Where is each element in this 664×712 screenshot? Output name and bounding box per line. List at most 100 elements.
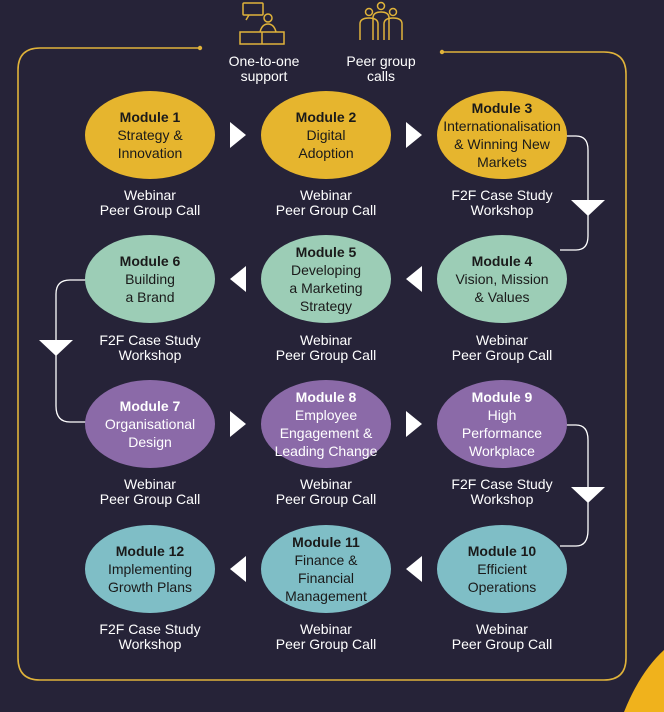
- module-description-line: Internationalisation: [443, 118, 561, 134]
- caption-line: Peer Group Call: [275, 202, 377, 218]
- corner-accent: [624, 650, 664, 712]
- module-description-line: Innovation: [117, 145, 183, 161]
- peer-group-calls-label: Peer group calls: [326, 54, 436, 84]
- caption-line: F2F Case Study: [99, 621, 201, 637]
- caption-line: Peer Group Call: [451, 347, 553, 363]
- module-title: Module 6: [119, 253, 181, 269]
- module-description-line: Financial: [297, 570, 355, 586]
- module-description-line: Design: [128, 434, 172, 450]
- module-title: Module 3: [471, 100, 533, 116]
- caption-line: Workshop: [118, 347, 182, 363]
- caption-line: Peer Group Call: [275, 636, 377, 652]
- arrow-10-11: [406, 556, 422, 582]
- module-description-line: Digital: [306, 127, 346, 143]
- caption-line: Peer Group Call: [451, 636, 553, 652]
- module-description-line: & Values: [474, 289, 530, 305]
- caption-line: Peer Group Call: [275, 491, 377, 507]
- caption-line: Workshop: [118, 636, 182, 652]
- connector-3-4: [555, 135, 589, 251]
- group-people-icon: [359, 1, 403, 40]
- caption-line: Workshop: [470, 491, 534, 507]
- arrow-2-3: [406, 122, 422, 148]
- module-title: Module 5: [295, 244, 357, 260]
- module-description-line: Performance: [461, 425, 543, 441]
- caption-line: Webinar: [476, 332, 528, 348]
- caption-line: Peer Group Call: [99, 491, 201, 507]
- module-title: Module 12: [115, 543, 185, 559]
- module-description-line: Leading Change: [274, 443, 378, 459]
- module-description-line: Engagement &: [279, 425, 373, 441]
- module-description-line: Vision, Mission: [455, 271, 549, 287]
- caption-line: Webinar: [124, 476, 176, 492]
- module-description-line: Strategy: [299, 298, 353, 314]
- caption-line: Webinar: [476, 621, 528, 637]
- caption-line: F2F Case Study: [451, 187, 553, 203]
- module-title: Module 7: [119, 398, 181, 414]
- label-line: support: [240, 68, 288, 84]
- caption-line: Peer Group Call: [275, 347, 377, 363]
- module-description-line: Workplace: [469, 443, 535, 459]
- module-description-line: Building: [125, 271, 175, 287]
- caption-line: Peer Group Call: [99, 202, 201, 218]
- module-description-line: Implementing: [107, 561, 193, 577]
- caption-line: Webinar: [300, 476, 352, 492]
- caption-line: F2F Case Study: [99, 332, 201, 348]
- arrow-7-8: [230, 411, 246, 437]
- module-description-line: Growth Plans: [107, 579, 193, 595]
- arrow-3-4-down: [571, 200, 605, 216]
- caption-line: Webinar: [300, 621, 352, 637]
- module-description-line: Adoption: [298, 145, 354, 161]
- label-line: One-to-one: [228, 53, 300, 69]
- outer-frame: [17, 47, 627, 681]
- module-description-line: a Marketing: [289, 280, 363, 296]
- module-description-line: Efficient: [477, 561, 527, 577]
- caption-line: F2F Case Study: [451, 476, 553, 492]
- module-description-line: Operations: [467, 579, 537, 595]
- module-description-line: Strategy &: [117, 127, 183, 143]
- label-line: calls: [366, 68, 395, 84]
- arrow-8-9: [406, 411, 422, 437]
- module-title: Module 4: [471, 253, 533, 269]
- one-to-one-support-label: One-to-one support: [209, 54, 319, 84]
- caption-line: Webinar: [300, 332, 352, 348]
- arrow-1-2: [230, 122, 246, 148]
- caption-line: Webinar: [300, 187, 352, 203]
- arrow-11-12: [230, 556, 246, 582]
- arrow-4-5: [406, 266, 422, 292]
- module-4-card[interactable]: Module 4 Vision, Mission & Values: [437, 235, 567, 323]
- module-description-line: Organisational: [104, 416, 196, 432]
- module-1-card[interactable]: Module 1 Strategy & Innovation: [85, 91, 215, 179]
- caption-line: Workshop: [470, 202, 534, 218]
- module-title: Module 10: [467, 543, 537, 559]
- module-description-line: Finance &: [294, 552, 358, 568]
- presenter-desk-icon: [239, 2, 285, 45]
- module-title: Module 1: [119, 109, 181, 125]
- label-line: Peer group: [346, 53, 416, 69]
- module-description-line: Developing: [290, 262, 362, 278]
- arrow-9-10-down: [571, 487, 605, 503]
- module-description-line: Markets: [477, 154, 527, 170]
